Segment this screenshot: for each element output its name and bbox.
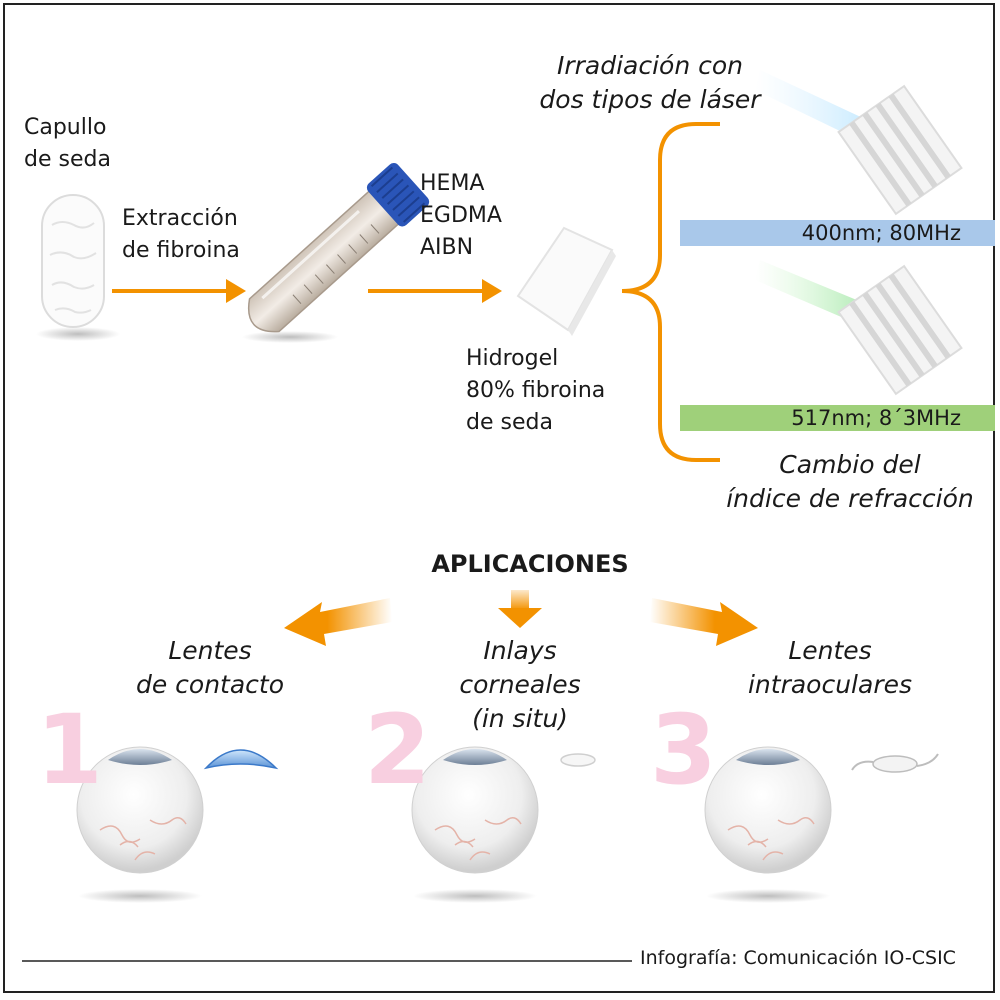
green-laser-band: 517nm; 8´3MHz [680, 405, 995, 431]
application-label-intraocular-lens: Lentes intraoculares [747, 636, 913, 699]
hydrogel-label: Hidrogel 80% fibroina de seda [466, 346, 606, 435]
refraction-result: Cambio del índice de refracción [726, 450, 974, 513]
extraction-label: Extracción de fibroina [122, 206, 240, 263]
arrow-to-corneal-inlay [498, 590, 542, 628]
silk-cocoon-icon [36, 194, 120, 341]
application-label-corneal-inlay: Inlays corneales (in situ) [459, 636, 581, 733]
corneal-inlay-icon [560, 753, 596, 767]
intraocular-lens-icon [851, 753, 939, 773]
eye-icon [704, 746, 832, 903]
application-number-3: 3 [650, 694, 717, 806]
application-number-2: 2 [364, 694, 431, 806]
laser-beam-icon [755, 70, 963, 216]
laser-beam-icon [755, 260, 963, 396]
arrow-polymerization [368, 279, 502, 303]
application-number-1: 1 [36, 694, 103, 806]
blue-laser-band: 400nm; 80MHz [680, 220, 995, 246]
eye-icon [76, 746, 204, 903]
arrow-to-contact-lens [284, 598, 392, 646]
cocoon-label: Capullo de seda [24, 115, 111, 172]
contact-lens-icon [203, 749, 279, 770]
reagent-egdma: EGDMA [420, 203, 502, 228]
reagent-aibn: AIBN [420, 235, 474, 260]
credit-text: Infografía: Comunicación IO-CSIC [640, 947, 956, 969]
hydrogel-sample-icon [516, 226, 616, 336]
arrow-extraction [112, 279, 246, 303]
applications-heading: APLICACIONES [431, 550, 629, 578]
arrow-to-intraocular-lens [650, 598, 758, 646]
eye-icon [411, 746, 539, 903]
frame-border [3, 3, 995, 993]
bracket-icon [621, 122, 720, 462]
application-label-contact-lens: Lentes de contacto [135, 636, 285, 699]
laser-title: Irradiación con dos tipos de láser [539, 51, 761, 114]
test-tube-icon [242, 163, 430, 343]
reagent-hema: HEMA [420, 171, 485, 196]
